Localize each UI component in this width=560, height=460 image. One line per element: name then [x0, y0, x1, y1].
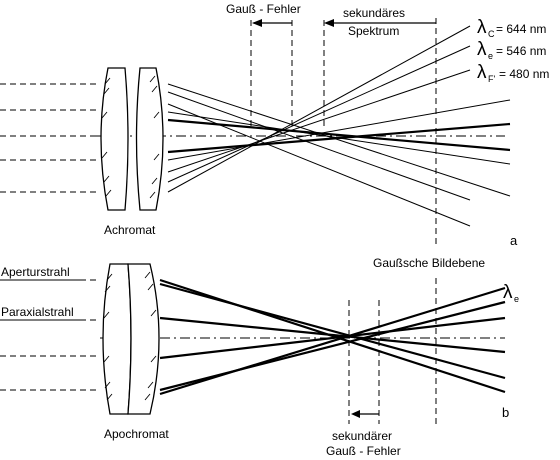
apochromat-lens	[102, 263, 160, 415]
apochromat-hatching	[103, 271, 157, 401]
apochromat-label: Apochromat	[104, 427, 169, 441]
paraxial-ray-label: Paraxialstrahl	[1, 305, 74, 319]
secondary-spectrum-label-1: sekundäres	[343, 6, 405, 20]
wavelength-f: λ F' = 480 nm	[477, 62, 549, 84]
lambda-value: = 480 nm	[499, 67, 549, 81]
lambda-symbol: λ	[477, 39, 487, 60]
wavelength-e-bottom: λ e	[503, 282, 519, 304]
lambda-value: = 644 nm	[496, 22, 546, 36]
aperture-ray-label: Aperturstrahl	[1, 265, 70, 279]
panel-letter-a: a	[510, 233, 518, 248]
secondary-error-label-2: Gauß - Fehler	[326, 444, 401, 458]
achromat-label: Achromat	[104, 223, 156, 237]
lambda-subscript: e	[488, 51, 493, 61]
lambda-subscript: F'	[488, 74, 495, 84]
lambda-subscript: e	[514, 294, 519, 304]
focal-guides-top	[250, 18, 437, 248]
image-plane-label: Gaußsche Bildebene	[373, 256, 485, 270]
lambda-symbol: λ	[503, 282, 513, 303]
apochromat-panel: Aperturstrahl Paraxialstrahl Apochromat …	[0, 263, 519, 458]
refracted-rays-top-thin	[167, 25, 511, 227]
lambda-value: = 546 nm	[496, 44, 546, 58]
gauss-error-label-top: Gauß - Fehler	[226, 2, 301, 16]
focal-guides-bottom	[348, 278, 437, 424]
lambda-subscript: C	[488, 29, 495, 39]
achromat-lens	[100, 67, 164, 211]
refracted-rays-top-thick	[167, 118, 511, 154]
secondary-spectrum-label-2: Spektrum	[348, 24, 399, 38]
achromat-panel: Gauß - Fehler sekundäres Spektrum λ C = …	[0, 2, 549, 270]
gauss-error-arrow-bottom	[351, 410, 379, 418]
gauss-error-arrow-top	[252, 19, 292, 27]
wavelength-c: λ C = 644 nm	[477, 17, 546, 39]
lambda-symbol: λ	[477, 17, 487, 38]
panel-letter-b: b	[502, 405, 509, 420]
achromat-hatching	[101, 75, 160, 199]
wavelength-e: λ e = 546 nm	[477, 39, 546, 61]
lambda-symbol: λ	[477, 62, 487, 83]
secondary-spectrum-arrow	[324, 19, 436, 27]
refracted-rays-bottom-thick	[159, 278, 506, 396]
secondary-error-label-1: sekundärer	[332, 429, 392, 443]
incoming-rays-bottom	[0, 279, 100, 391]
incoming-rays-top	[0, 83, 96, 193]
